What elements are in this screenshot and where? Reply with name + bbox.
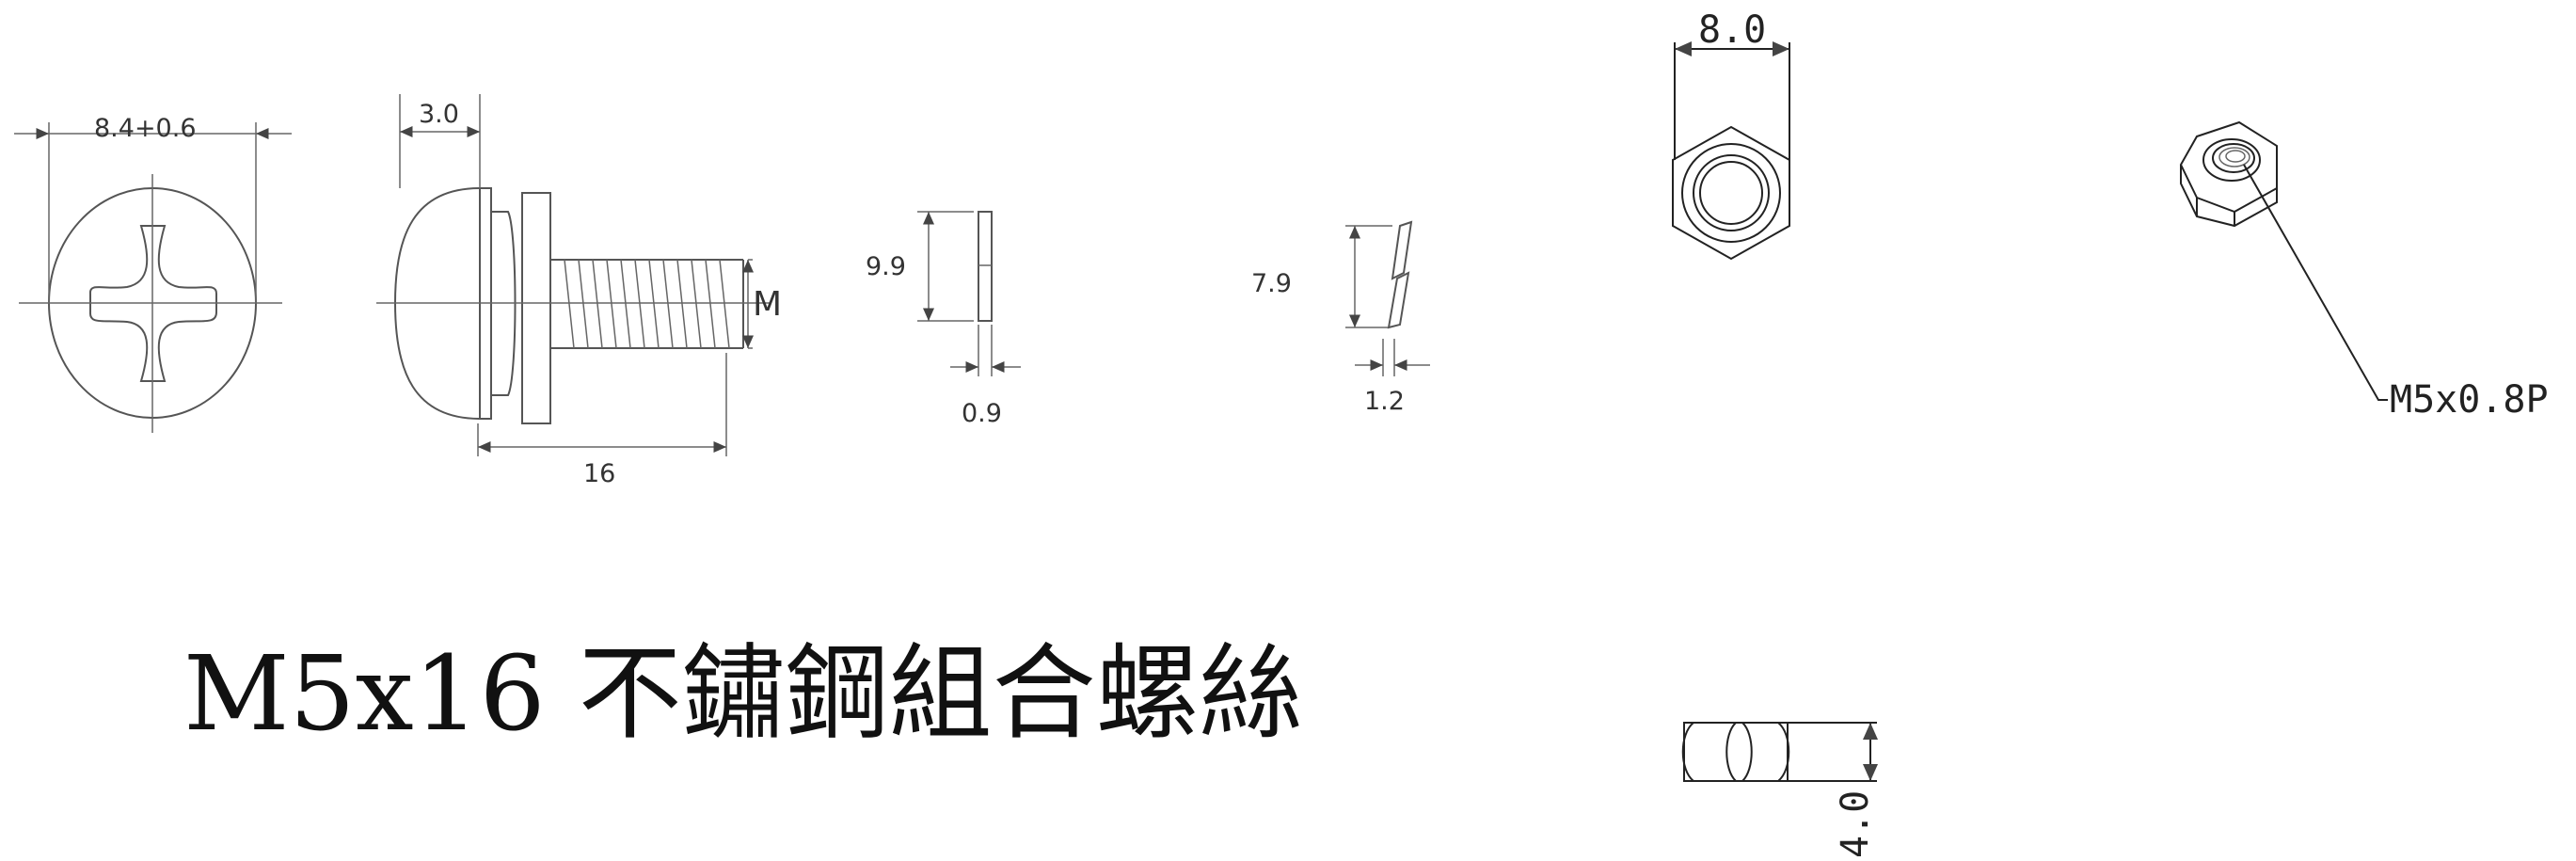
nut-thread-label: M5x0.8P [2390,378,2549,422]
spring-washer-diameter-label: 7.9 [1251,269,1292,298]
thread-label: M [753,285,782,324]
flat-washer-diameter-label: 9.9 [866,252,906,281]
screw-length-label: 16 [583,459,615,488]
screw-head-top-view [14,122,292,433]
head-height-label: 3.0 [419,100,459,129]
screw-side-view [376,94,771,456]
nut-isometric-view [2179,120,2388,401]
product-title: M5x16 不鏽鋼組合螺絲 [183,633,1303,754]
spring-washer-thickness-label: 1.2 [1364,387,1405,416]
nut-width-label: 8.0 [1698,8,1766,52]
head-diameter-label: 8.4+0.6 [94,114,197,143]
nut-side-view [1681,722,1878,782]
nut-top-view [1672,41,1790,261]
spring-washer [1345,220,1430,376]
nut-height-label: 4.0 [1834,790,1877,858]
flat-washer [917,211,1021,376]
flat-washer-thickness-label: 0.9 [962,399,1002,428]
